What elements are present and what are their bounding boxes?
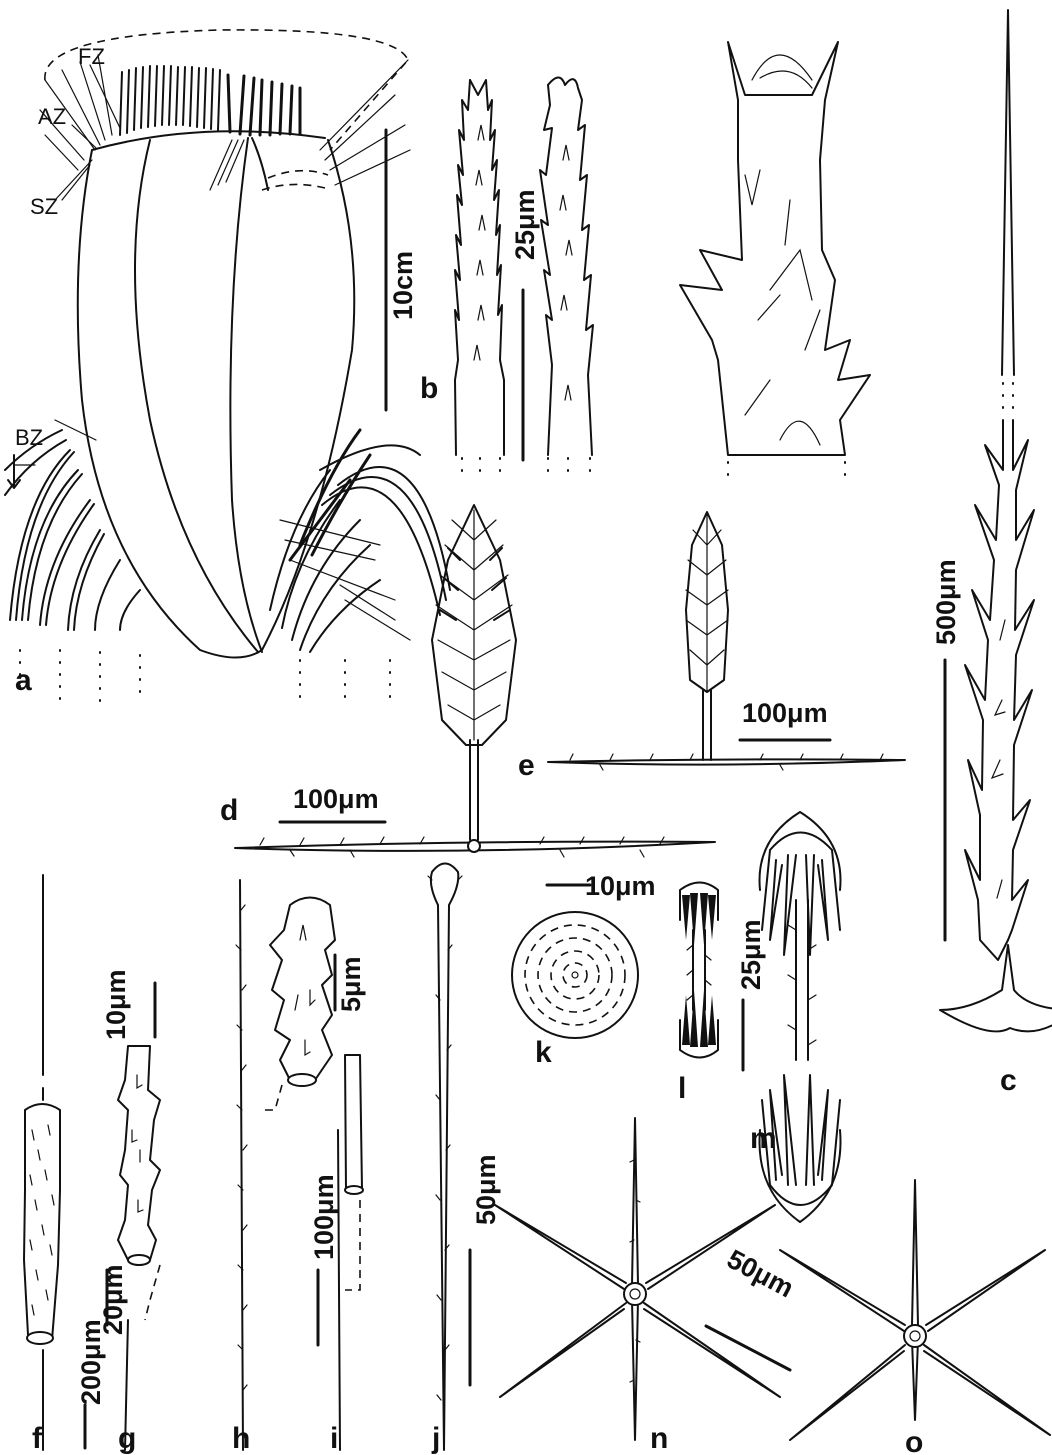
panel-label-g: g [118, 1422, 136, 1455]
panel-label-l: l [678, 1072, 686, 1105]
scale-label-fg-bottom: 200μm [76, 1319, 106, 1405]
panel-label-b: b [420, 372, 438, 405]
panel-label-o: o [905, 1426, 923, 1455]
panel-label-i: i [330, 1422, 338, 1455]
panel-label-h: h [232, 1422, 250, 1455]
panel-label-m: m [750, 1122, 777, 1155]
spicule-tip-drawing-b2 [540, 78, 593, 476]
disc-drawing-k [512, 912, 638, 1038]
panel-label-c: c [1000, 1064, 1017, 1097]
scale-label-k: 10μm [585, 871, 656, 901]
scale-label-a: 10cm [388, 251, 418, 320]
panel-label-f: f [32, 1422, 43, 1455]
zone-label-az: AZ [38, 104, 66, 129]
panel-label-d: d [220, 794, 238, 827]
amphidisc-drawing-l [680, 883, 718, 1058]
panel-label-a: a [15, 664, 32, 697]
scale-label-j: 50μm [471, 1154, 501, 1225]
spicule-drawing-h [236, 880, 335, 1450]
spicule-drawing-i [338, 1055, 363, 1450]
panel-label-k: k [535, 1036, 552, 1069]
pentactine-spicule-drawing-c [940, 10, 1052, 1031]
scale-label-c: 500μm [931, 559, 961, 645]
spicule-tip-detail [680, 42, 870, 478]
pinule-spicule-drawing-e [548, 512, 905, 770]
scale-label-hi: 100μm [309, 1174, 339, 1260]
scale-label-lm: 25μm [736, 919, 766, 990]
panel-label-j: j [431, 1422, 440, 1455]
spicule-tip-drawing-b1 [455, 80, 504, 475]
hexactin-drawing-n [495, 1118, 780, 1440]
amphidisc-drawing-m [760, 812, 841, 1222]
spicule-drawing-j [428, 864, 462, 1451]
hexactin-drawing-o [780, 1180, 1050, 1440]
scale-label-d: 100μm [293, 784, 379, 814]
scale-label-e: 100μm [742, 698, 828, 728]
scale-label-g-top: 10μm [101, 969, 131, 1040]
scale-label-b: 25μm [510, 189, 540, 260]
sponge-body-drawing [5, 30, 450, 705]
bz-arrow-icon [8, 455, 20, 488]
scale-label-no: 50μm [722, 1244, 798, 1304]
panel-label-e: e [518, 749, 535, 782]
zone-label-bz: BZ [15, 425, 43, 450]
spicule-drawing-g [118, 1046, 160, 1450]
zone-label-fz: FZ [78, 44, 105, 69]
panel-label-n: n [650, 1422, 668, 1455]
spicule-drawing-f [24, 875, 60, 1450]
zone-label-sz: SZ [30, 194, 58, 219]
scale-label-h-inset: 5μm [336, 956, 366, 1012]
scale-bar-no [706, 1326, 790, 1370]
